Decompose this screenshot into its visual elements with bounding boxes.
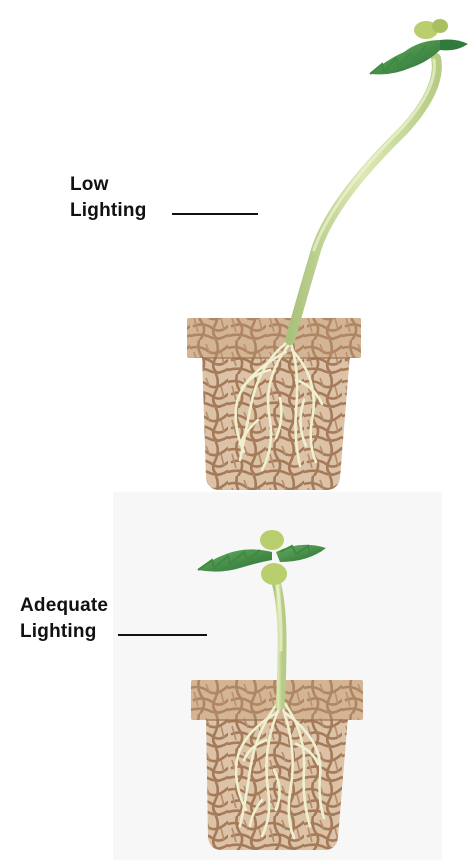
low-lighting-stem <box>290 58 437 340</box>
low-lighting-label: Low Lighting <box>70 172 147 224</box>
adequate-lighting-label: Adequate Lighting <box>20 593 108 645</box>
adequate-lighting-label-line1: Adequate <box>20 593 108 619</box>
adequate-lighting-leader-line <box>118 634 207 636</box>
low-lighting-leaves <box>370 19 468 74</box>
low-lighting-label-line2: Lighting <box>70 198 147 224</box>
low-lighting-leader-line <box>172 213 258 215</box>
adequate-lighting-label-line2: Lighting <box>20 619 108 645</box>
adequate-lighting-leaves <box>198 530 326 585</box>
low-lighting-pot <box>187 318 361 490</box>
low-lighting-label-line1: Low <box>70 172 147 198</box>
